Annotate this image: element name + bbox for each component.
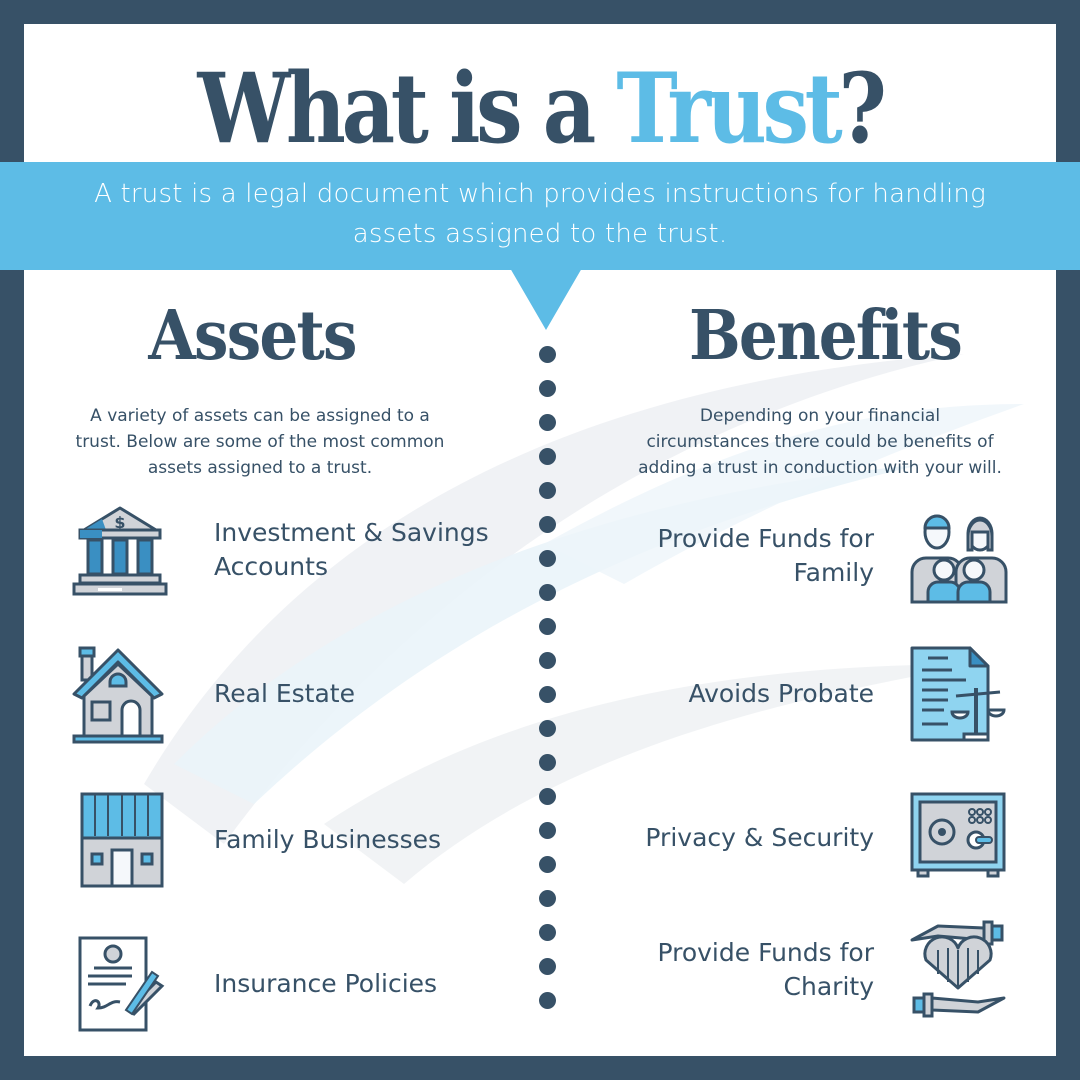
definition-line-1: A trust is a legal document which provid… — [94, 179, 986, 209]
benefit-item-privacy: Privacy & Security — [645, 788, 1008, 888]
house-icon — [72, 646, 164, 744]
assets-description-line: trust. Below are some of the most common — [75, 432, 445, 452]
benefit-item-family: Provide Funds for Family — [657, 506, 1008, 606]
benefit-label-line: Avoids Probate — [688, 679, 874, 708]
svg-text:$: $ — [114, 513, 125, 532]
assets-description: A variety of assets can be assigned to a… — [40, 403, 480, 481]
assets-heading: Assets — [148, 296, 357, 376]
definition-text: A trust is a legal document which provid… — [60, 174, 1020, 254]
asset-label: Investment & Savings Accounts — [214, 516, 489, 584]
asset-item-real-estate: Real Estate — [70, 644, 355, 744]
title-suffix: ? — [838, 52, 886, 165]
benefit-label: Privacy & Security — [645, 821, 874, 855]
benefit-label: Provide Funds for Family — [657, 522, 874, 590]
signed-document-icon — [78, 936, 165, 1032]
asset-label-line: Investment & Savings — [214, 518, 489, 547]
asset-label-line: Insurance Policies — [214, 969, 438, 998]
safe-icon — [910, 792, 1006, 878]
benefit-item-charity: Provide Funds for Charity — [657, 920, 1008, 1020]
title-accent-word: Trust — [616, 52, 842, 165]
benefit-label: Avoids Probate — [688, 677, 874, 711]
bank-icon: $ — [72, 506, 168, 596]
hands-heart-icon — [910, 920, 1006, 1018]
asset-label: Family Businesses — [214, 823, 441, 857]
benefit-label-line: Charity — [783, 972, 874, 1001]
asset-item-family-businesses: Family Businesses — [70, 790, 441, 890]
asset-label-line: Real Estate — [214, 679, 355, 708]
benefits-description-line: adding a trust in conduction with your w… — [638, 458, 1002, 478]
benefit-item-probate: Avoids Probate — [688, 644, 1008, 744]
asset-item-insurance-policies: Insurance Policies — [70, 934, 437, 1034]
benefits-heading: Benefits — [689, 296, 963, 376]
definition-banner — [0, 162, 1080, 270]
assets-description-line: assets assigned to a trust. — [147, 458, 373, 478]
storefront-icon — [80, 792, 164, 888]
benefits-description: Depending on your financial circumstance… — [600, 403, 1040, 481]
definition-line-2: assets assigned to the trust. — [352, 219, 728, 249]
benefits-description-line: circumstances there could be benefits of — [646, 432, 994, 452]
asset-item-investment: $ Investment & Savings Accounts — [70, 500, 489, 600]
asset-label-line: Accounts — [214, 552, 328, 581]
legal-document-scales-icon — [910, 646, 1006, 742]
asset-label: Real Estate — [214, 677, 355, 711]
banner-pointer — [510, 268, 582, 330]
benefit-label-line: Privacy & Security — [645, 823, 874, 852]
asset-label: Insurance Policies — [214, 967, 437, 1001]
benefit-label-line: Provide Funds for — [657, 938, 874, 967]
title-prefix: What is a — [197, 52, 617, 165]
benefit-label-line: Family — [793, 558, 874, 587]
family-icon — [910, 514, 1008, 604]
page-title: What is a Trust? — [96, 54, 984, 164]
benefits-description-line: Depending on your financial — [699, 406, 941, 426]
benefit-label-line: Provide Funds for — [657, 524, 874, 553]
asset-label-line: Family Businesses — [214, 825, 442, 854]
dotted-divider — [539, 346, 557, 1026]
assets-description-line: A variety of assets can be assigned to a — [90, 406, 430, 426]
benefit-label: Provide Funds for Charity — [657, 936, 874, 1004]
